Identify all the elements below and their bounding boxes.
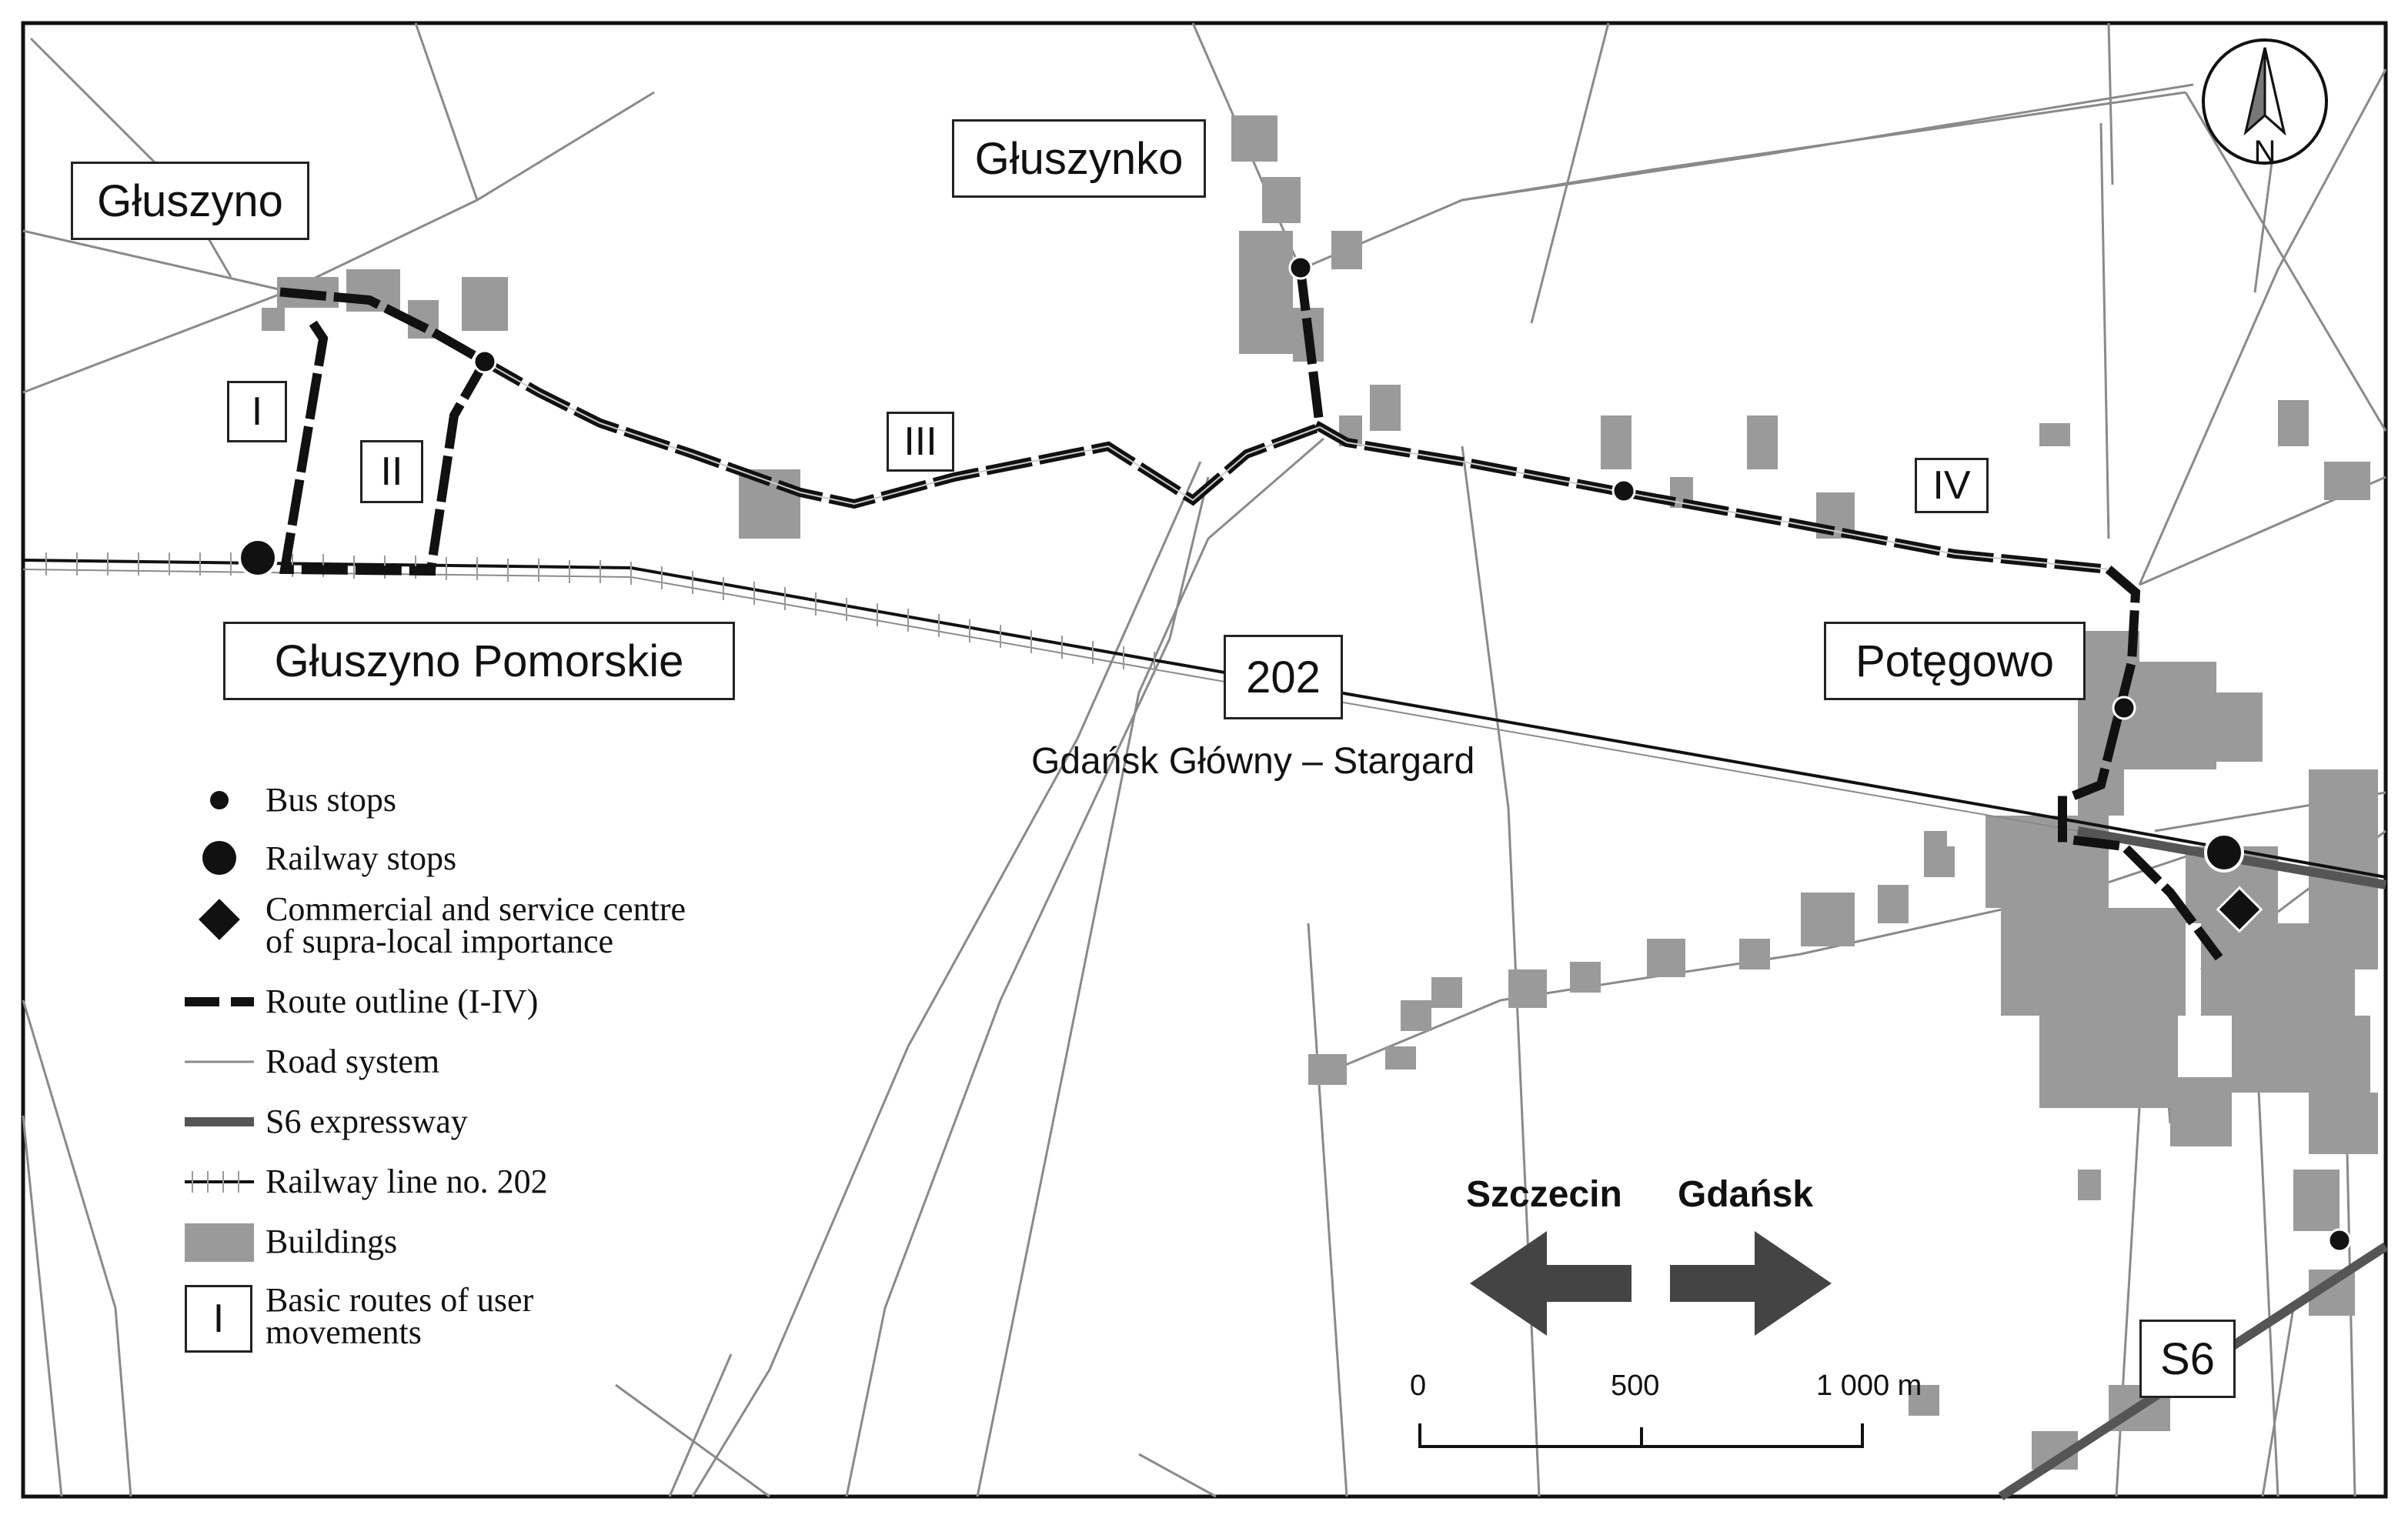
commercial-centre-marker: [2216, 886, 2263, 933]
legend-road-system: Road system: [266, 1043, 440, 1080]
railway-stop: [238, 538, 278, 578]
route-label-ii: II: [360, 440, 423, 503]
railway-stop: [2204, 833, 2244, 873]
bus-stop: [1611, 479, 1636, 503]
scale-tick-0: 0: [1410, 1370, 1427, 1402]
legend-basic-routes-line1: Basic routes of user: [266, 1281, 534, 1319]
direction-arrows: [1470, 1231, 1832, 1336]
bus-stop: [473, 349, 497, 374]
arrow-left-icon: [1470, 1231, 1631, 1336]
legend-bus-stops: Bus stops: [266, 781, 396, 819]
s6-badge: S6: [2139, 1320, 2236, 1398]
legend-symbols: [185, 791, 254, 1262]
place-label-gluszyno: Głuszyno: [71, 162, 309, 240]
legend-commercial-line1: Commercial and service centre: [266, 890, 686, 928]
scale-tick-500: 500: [1611, 1370, 1660, 1402]
map-frame: [21, 21, 2388, 1499]
place-label-potegowo: Potęgowo: [1824, 622, 2086, 700]
scale-bar: [1418, 1423, 1864, 1448]
bus-stop: [2112, 696, 2136, 720]
place-label-gluszynko: Głuszynko: [952, 119, 1206, 198]
legend-railway-stops: Railway stops: [266, 839, 457, 877]
north-arrow-icon: [2202, 38, 2328, 165]
railway-number-badge: 202: [1224, 635, 1343, 719]
direction-label-szczecin: Szczecin: [1466, 1174, 1622, 1215]
legend-route-symbol: I: [185, 1285, 252, 1353]
legend-buildings: Buildings: [266, 1223, 398, 1260]
bus-stops: [473, 255, 2352, 1253]
legend-route-outline: Route outline (I-IV): [266, 983, 539, 1020]
legend-railway-line: Railway line no. 202: [266, 1163, 548, 1200]
legend-s6-expressway: S6 expressway: [266, 1103, 468, 1140]
road-system: [22, 22, 2387, 1498]
railway-stops: [238, 538, 2244, 873]
scale-tick-1000: 1 000 m: [1816, 1370, 1922, 1402]
arrow-right-icon: [1670, 1231, 1832, 1336]
bus-stop: [1288, 255, 1313, 280]
north-label: N: [2254, 135, 2276, 169]
legend-commercial-line2: of supra-local importance: [266, 923, 614, 960]
railway-line-name: Gdańsk Główny – Stargard: [1031, 741, 1475, 782]
route-label-iii: III: [887, 412, 954, 472]
bus-stop: [2327, 1228, 2352, 1253]
route-label-i: I: [227, 381, 287, 442]
legend-basic-routes-line2: movements: [266, 1313, 422, 1351]
direction-label-gdansk: Gdańsk: [1678, 1174, 1814, 1215]
route-label-iv: IV: [1915, 458, 1989, 513]
place-label-gluszyno-pomorskie: Głuszyno Pomorskie: [223, 622, 735, 700]
